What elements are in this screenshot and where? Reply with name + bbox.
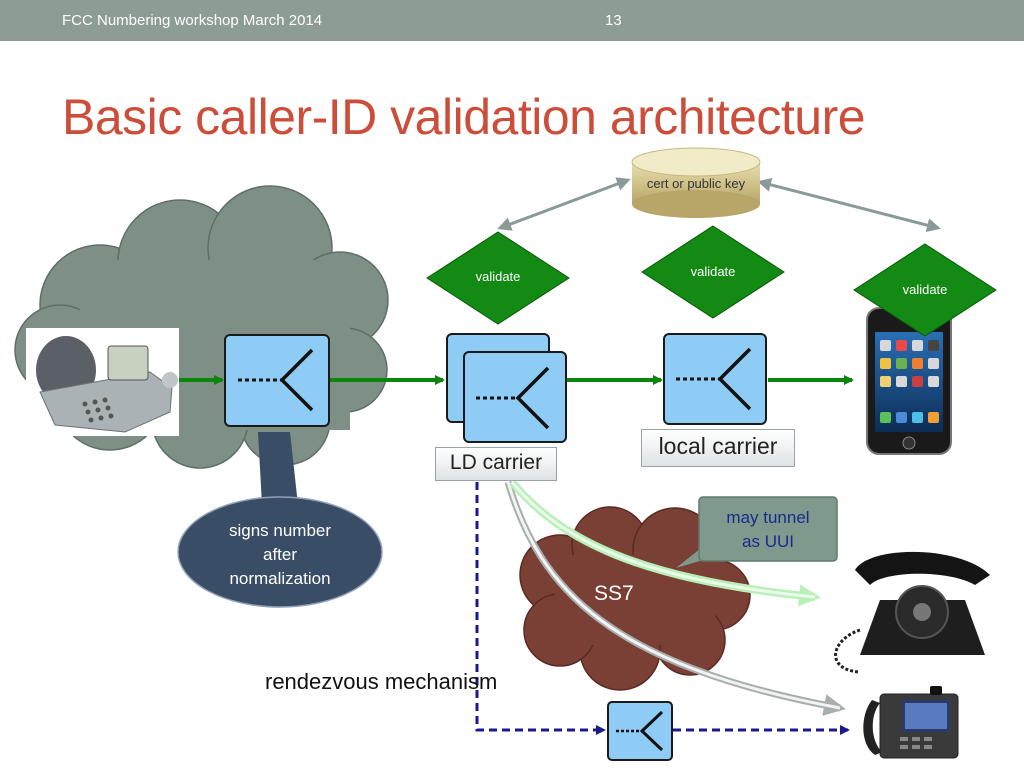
rendezvous-dashed-arrow-1: [475, 482, 606, 735]
database-label: cert or public key: [646, 176, 746, 191]
signs-callout-line-1: signs number: [228, 521, 332, 540]
tunnel-callout-line-1: may tunnel: [726, 508, 810, 527]
signs-callout-bubble: [177, 496, 383, 608]
signs-callout-text: signs number after normalization: [190, 519, 370, 591]
rotary-phone-image: [834, 551, 990, 674]
signs-callout-line-3: normalization: [229, 569, 331, 588]
local-carrier-switch-icon: [663, 333, 767, 425]
ld-carrier-label: LD carrier: [435, 447, 557, 481]
db-right-arrow: [757, 177, 941, 233]
validate-diamond-3: [853, 243, 997, 337]
signs-callout-pointer: [258, 432, 298, 505]
desk-phone-image: [26, 328, 179, 436]
validate-label-1: validate: [475, 269, 521, 284]
slide-title: Basic caller-ID validation architecture: [62, 89, 866, 145]
origin-switch-icon: [224, 334, 330, 427]
rendezvous-label: rendezvous mechanism: [265, 669, 498, 694]
ip-video-phone-image: [863, 686, 959, 759]
db-left-arrow: [497, 177, 631, 231]
validate-diamond-2: [641, 225, 785, 319]
ss7-label: SS7: [594, 582, 634, 605]
footer-text: FCC Numbering workshop March 2014: [62, 12, 323, 29]
signs-callout-line-2: after: [262, 545, 298, 564]
header-bar: [0, 0, 1024, 41]
local-carrier-label: local carrier: [641, 429, 795, 467]
tunnel-callout-box: [698, 496, 838, 562]
tunnel-callout-text: may tunnel as UUI: [699, 506, 837, 554]
smartphone-image: [866, 307, 952, 455]
ld-carrier-switch-icon: [446, 333, 567, 443]
slide-number: 13: [605, 12, 622, 29]
cert-database: [631, 147, 761, 218]
ss7-cloud: [519, 506, 751, 691]
rendezvous-switch-icon: [607, 701, 673, 761]
validate-label-3: validate: [902, 282, 948, 297]
validate-diamond-1: [426, 231, 570, 325]
tunnel-callout-line-2: as UUI: [742, 532, 794, 551]
validate-label-2: validate: [690, 264, 736, 279]
